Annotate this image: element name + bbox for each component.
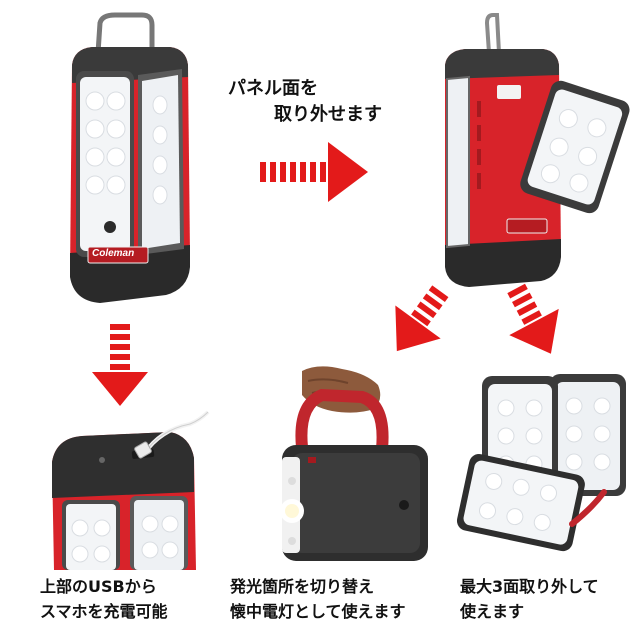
caption-usb-line1: 上部のUSBから — [40, 577, 157, 596]
arrow-down-right-icon — [500, 282, 568, 362]
caption-three-panels-line2: 使えます — [460, 602, 525, 621]
brand-label: Coleman — [92, 248, 135, 259]
top-right-caption-line2: 取り外せます — [274, 104, 382, 125]
lantern-image-panel-removed — [425, 5, 630, 290]
arrow-right-icon — [258, 140, 370, 204]
caption-flashlight: 発光箇所を切り替え 懐中電灯として使えます — [230, 574, 406, 624]
arrow-down-left-icon — [382, 282, 454, 362]
caption-three-panels-line1: 最大3面取り外して — [460, 577, 599, 596]
three-panels-image — [452, 372, 632, 572]
caption-flashlight-line1: 発光箇所を切り替え — [230, 577, 375, 596]
caption-usb: 上部のUSBから スマホを充電可能 — [40, 574, 168, 624]
caption-flashlight-line2: 懐中電灯として使えます — [230, 602, 406, 621]
caption-usb-line2: スマホを充電可能 — [40, 602, 168, 621]
panel-flashlight-image — [268, 365, 438, 570]
top-right-caption: パネル面を 取り外せます — [228, 76, 382, 128]
lantern-image-assembled: Coleman — [40, 5, 200, 305]
arrow-down-icon — [90, 322, 150, 408]
caption-three-panels: 最大3面取り外して 使えます — [460, 574, 599, 624]
top-right-caption-line1: パネル面を — [228, 78, 318, 99]
lantern-image-usb — [40, 410, 215, 570]
